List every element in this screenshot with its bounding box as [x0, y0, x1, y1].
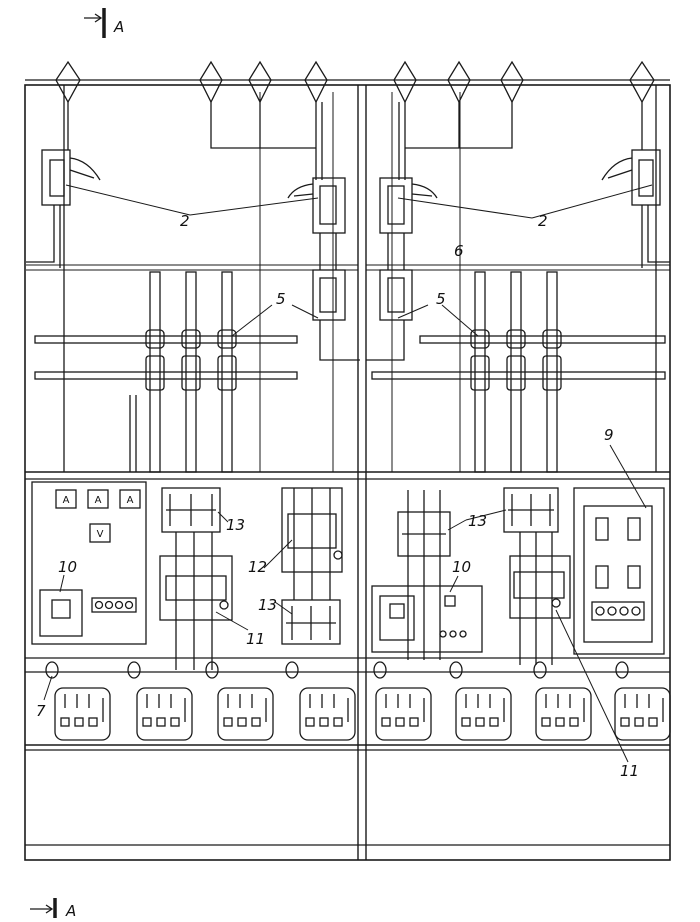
callout-5-right: 5	[436, 290, 446, 308]
switch-block-13-right-b	[503, 487, 559, 533]
leader-lines	[43, 184, 653, 763]
fuse-group-left	[129, 271, 237, 473]
callout-2-right: 2	[538, 212, 548, 230]
callout-9: 9	[604, 426, 614, 444]
fuse-group-right	[470, 271, 562, 473]
meter-a1-label: A	[63, 495, 70, 506]
switch-block-13-left-top	[161, 487, 221, 533]
switch-block-13-right-a	[397, 490, 451, 660]
switch-block-13-left-bottom	[281, 599, 341, 645]
callout-11-left: 11	[246, 630, 265, 648]
disconnector-right-outer	[601, 149, 670, 268]
lower-insulators	[45, 661, 629, 679]
callout-7: 7	[36, 702, 46, 720]
busbar-insulators	[55, 60, 655, 180]
callout-5-left: 5	[276, 290, 286, 308]
callout-13-left-bottom: 13	[258, 596, 277, 614]
callout-13-left-top: 13	[226, 516, 245, 534]
callout-12: 12	[248, 558, 267, 576]
terminal-blocks	[54, 687, 671, 741]
section-mark-top	[84, 8, 106, 38]
cabinet-frame	[24, 79, 671, 861]
callout-13-right: 13	[468, 512, 487, 530]
panel-9	[573, 487, 665, 655]
contactor-11-right	[509, 532, 571, 665]
contactor-12	[281, 487, 343, 600]
disconnector-left-inner-bottom	[312, 233, 360, 361]
section-label-bottom: A	[65, 902, 76, 920]
meter-v-label: V	[97, 529, 104, 540]
section-mark-bottom	[30, 898, 57, 918]
disconnector-right-inner-top	[379, 177, 438, 234]
callout-11-right: 11	[620, 762, 639, 780]
callout-6: 6	[454, 242, 464, 260]
meter-a3-label: A	[127, 495, 134, 506]
control-panel-10-right	[371, 585, 483, 653]
section-label-top: A	[113, 18, 124, 36]
disconnector-left-outer	[26, 149, 101, 268]
meter-panel	[31, 481, 147, 645]
callout-2-left: 2	[180, 212, 190, 230]
meter-a2-label: A	[95, 495, 102, 506]
contactor-11-left	[159, 532, 233, 670]
disconnector-right-inner-bottom	[366, 233, 413, 361]
callout-10-left: 10	[58, 558, 77, 576]
disconnector-left-inner-top	[287, 177, 346, 234]
support-bars	[26, 264, 670, 380]
callout-10-right: 10	[452, 558, 471, 576]
